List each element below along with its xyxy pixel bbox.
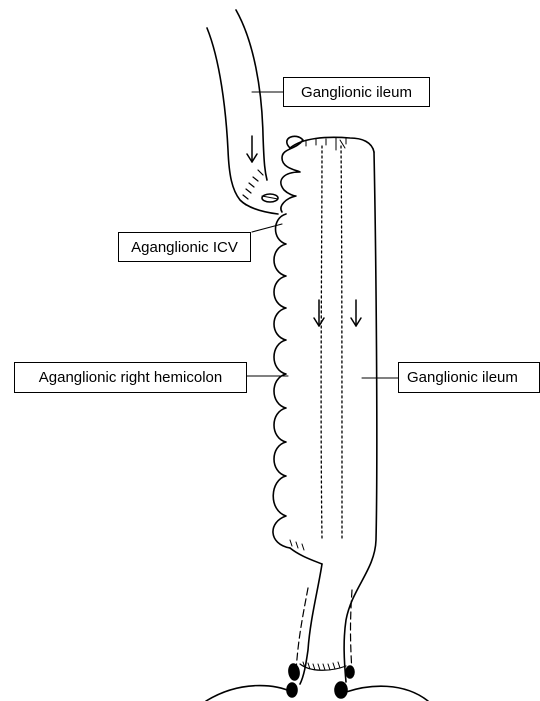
right-hemicolon-haustra: [273, 136, 374, 548]
anal-anastomosis: [287, 662, 354, 698]
arrow-upper-ileum: [247, 136, 257, 162]
arrow-ileum: [351, 300, 361, 326]
leader-lines: [247, 92, 402, 378]
anastomosis-line: [321, 138, 345, 540]
upper-ileum-loop: [207, 10, 278, 214]
label-aganglionic-icv: Aganglionic ICV: [118, 232, 251, 262]
ileocecal-valve: [241, 170, 278, 205]
label-aganglionic-right-hemicolon: Aganglionic right hemicolon: [14, 362, 247, 393]
ileum-right-wall: [290, 152, 377, 684]
label-ganglionic-ileum-top: Ganglionic ileum: [283, 77, 430, 107]
perineum-curves: [206, 686, 428, 701]
label-ganglionic-ileum-right: Ganglionic ileum: [398, 362, 540, 393]
leader-icv: [252, 224, 282, 232]
pullthrough-dashed-lines: [296, 588, 352, 672]
arrow-colon: [314, 300, 324, 326]
